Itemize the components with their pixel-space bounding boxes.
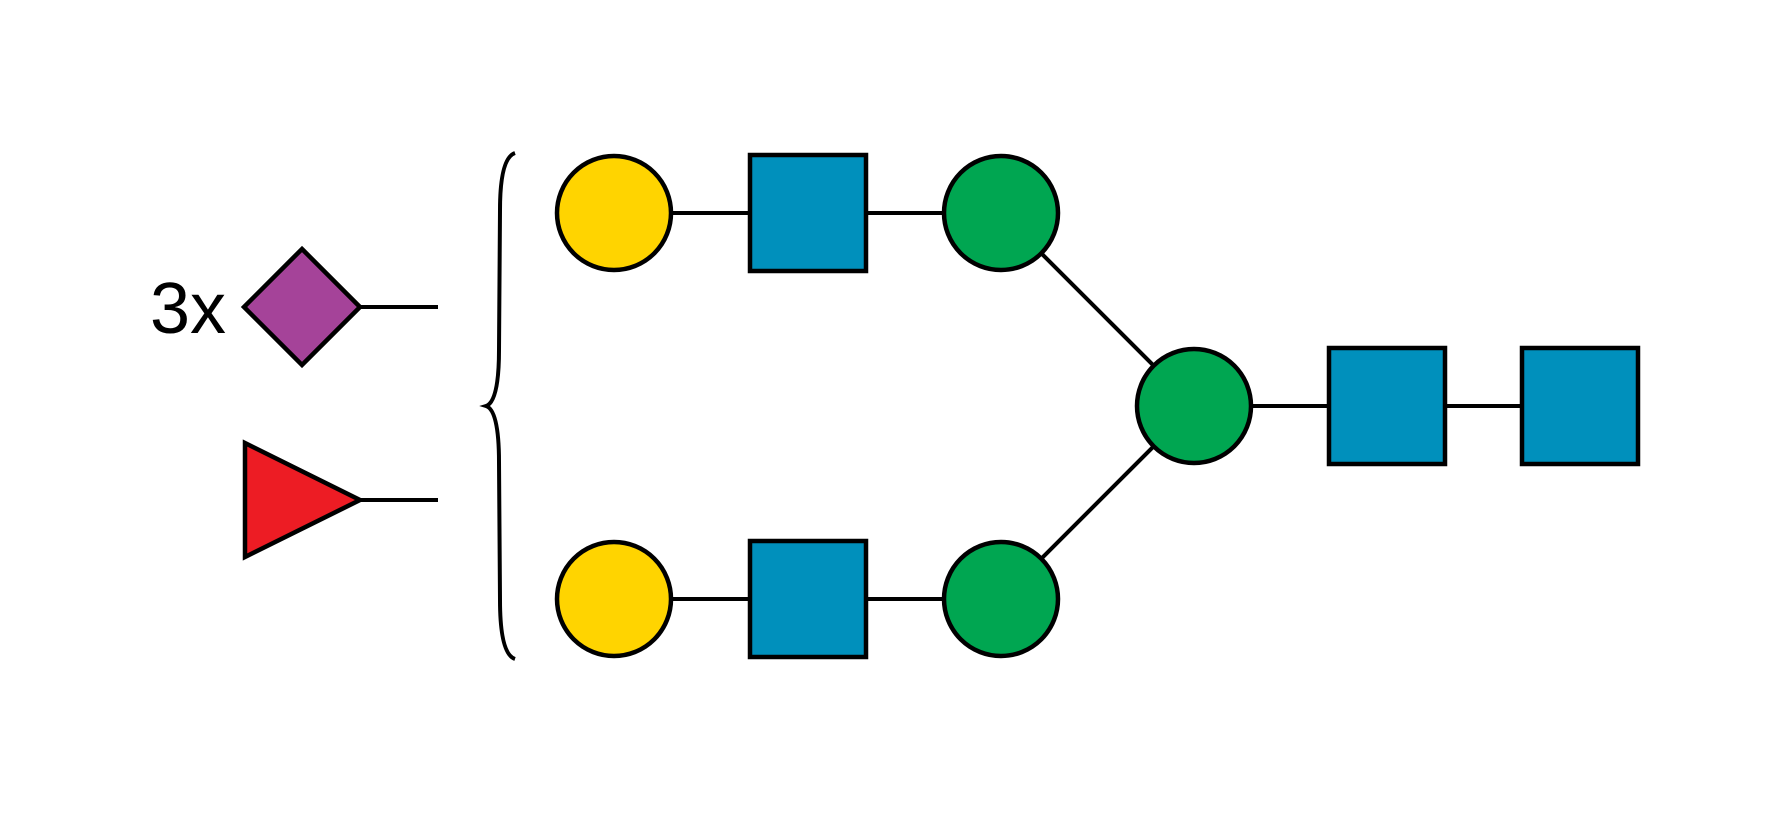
galactose-circle-icon [554, 153, 674, 273]
mannose-circle-icon [1134, 346, 1254, 466]
curly-brace [479, 151, 516, 661]
mannose-circle-icon [941, 539, 1061, 659]
substituents: 3x [150, 245, 366, 561]
glcnac-square-icon [1519, 345, 1641, 467]
glcnac-square-icon [1326, 345, 1448, 467]
residues [554, 152, 1641, 660]
glcnac-square-icon [747, 152, 869, 274]
glcnac-square-icon [747, 538, 869, 660]
mannose-circle-icon [941, 153, 1061, 273]
sialic-acid-count-label: 3x [150, 269, 226, 349]
galactose-circle-icon [554, 539, 674, 659]
sialic-acid-diamond-icon [240, 245, 364, 369]
fucose-triangle-icon [242, 439, 366, 561]
